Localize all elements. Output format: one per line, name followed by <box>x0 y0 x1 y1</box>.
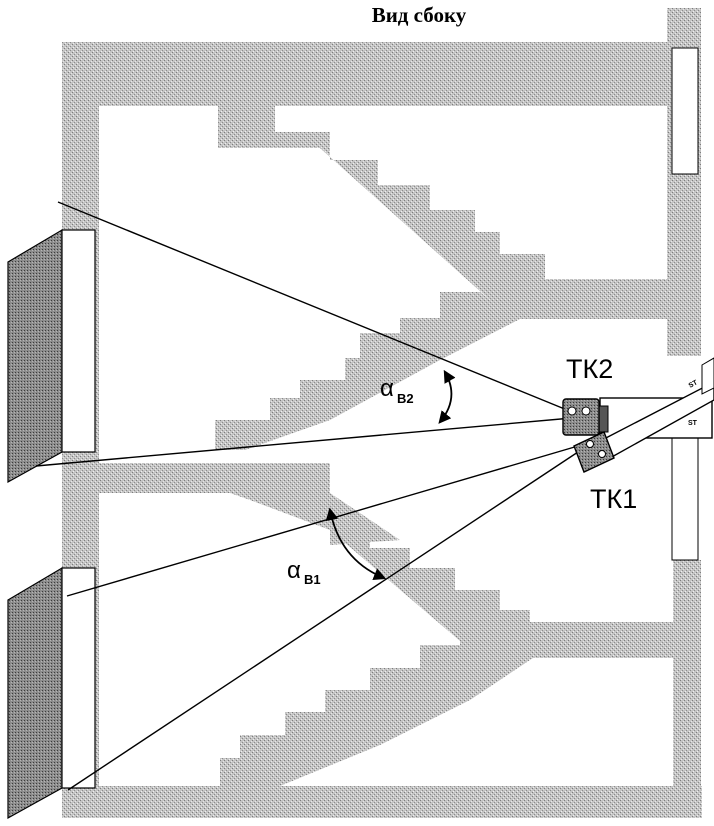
field-of-view-lines <box>35 201 579 791</box>
angle-b1-arc <box>325 507 387 581</box>
building-structure <box>62 8 702 818</box>
camera-tk2-label: ТК2 <box>566 354 613 384</box>
angle-b1-label: α B1 <box>287 557 321 587</box>
camera-tk1-label: ТК1 <box>590 484 637 514</box>
right-wall-window-lower <box>671 424 699 561</box>
camera-tk1-body-text: ST <box>688 379 700 390</box>
tk2-fov-bottom <box>35 417 573 467</box>
angle-b2-symbol: α <box>380 375 394 402</box>
angle-b1-subscript: B1 <box>304 572 321 587</box>
camera-tk2-body-text: ST <box>688 420 698 427</box>
lower-monitor <box>7 566 96 820</box>
diagram-title: Вид сбоку <box>372 3 467 27</box>
ceiling-slab <box>62 42 680 106</box>
angle-b2-arc <box>438 369 456 424</box>
tk1-fov-bottom <box>67 451 579 791</box>
svg-text:α: α <box>380 375 394 402</box>
angle-b2-label: α B2 <box>380 375 414 406</box>
camera-tk1: ST <box>573 357 714 473</box>
upper-landing <box>515 279 680 319</box>
svg-text:α: α <box>287 557 301 584</box>
right-wall-lower <box>673 560 701 818</box>
angle-b2-subscript: B2 <box>397 391 414 406</box>
middle-stair-flight <box>215 292 520 450</box>
svg-text:B1: B1 <box>304 572 321 587</box>
angle-b1-symbol: α <box>287 557 301 584</box>
bottom-stair-flight <box>220 622 560 786</box>
svg-text:B2: B2 <box>397 391 414 406</box>
upper-stair-flight <box>218 106 545 300</box>
ground-slab <box>62 786 702 818</box>
right-wall-window-upper <box>671 47 699 175</box>
tk2-fov-top <box>57 201 573 413</box>
upper-monitor <box>7 228 96 484</box>
tk1-fov-top <box>66 445 579 597</box>
